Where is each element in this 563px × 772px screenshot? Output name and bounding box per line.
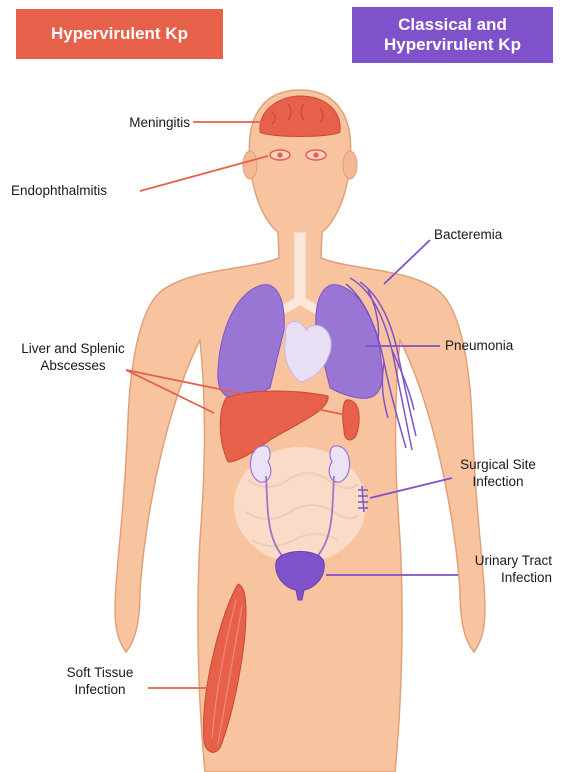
trachea <box>294 232 306 300</box>
spleen <box>343 400 360 440</box>
soft-tissue-label: Soft Tissue Infection <box>50 664 150 698</box>
bacteremia-label: Bacteremia <box>434 226 502 243</box>
left-ear <box>243 151 257 179</box>
surgical-label-line1: Surgical Site <box>446 456 550 473</box>
liver-splenic-label: Liver and Splenic Abscesses <box>6 340 140 374</box>
right-kidney <box>329 446 349 482</box>
right-ear <box>343 151 357 179</box>
left-kidney <box>250 446 270 482</box>
pneumonia-label: Pneumonia <box>445 337 513 354</box>
urinary-label-line2: Infection <box>440 569 552 586</box>
body-silhouette <box>115 90 485 772</box>
endophthalmitis-label: Endophthalmitis <box>11 182 107 199</box>
liver-label-line2: Abscesses <box>6 357 140 374</box>
liver-label-line1: Liver and Splenic <box>6 340 140 357</box>
surgical-site-label: Surgical Site Infection <box>446 456 550 490</box>
soft-label-line2: Infection <box>50 681 150 698</box>
left-pupil <box>277 152 282 157</box>
urinary-label-line1: Urinary Tract <box>440 552 552 569</box>
urinary-tract-label: Urinary Tract Infection <box>440 552 552 586</box>
surgical-label-line2: Infection <box>446 473 550 490</box>
right-pupil <box>313 152 318 157</box>
soft-label-line1: Soft Tissue <box>50 664 150 681</box>
meningitis-label: Meningitis <box>60 114 190 131</box>
